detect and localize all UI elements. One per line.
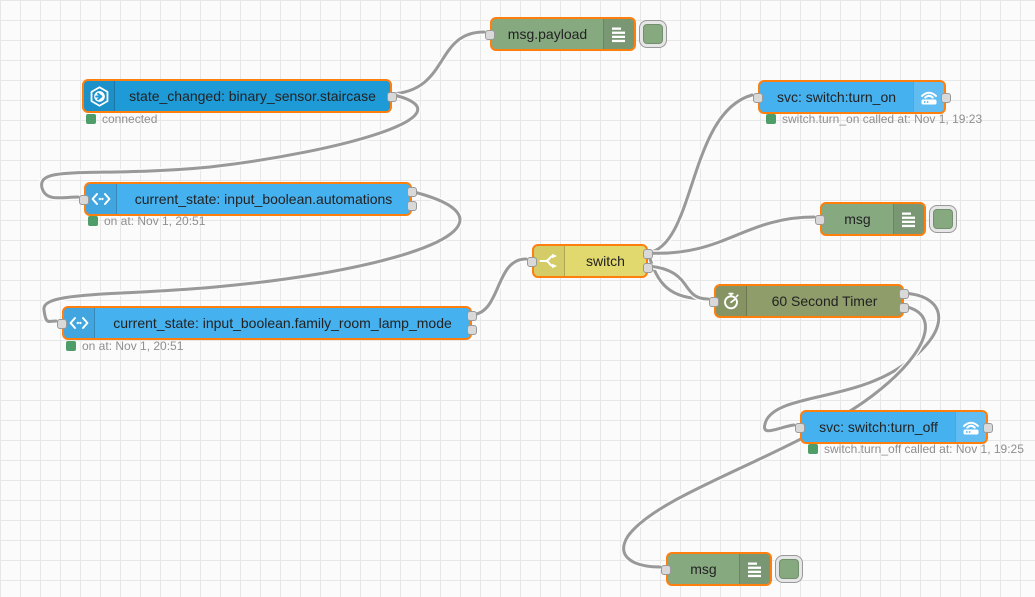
- debug-list-icon: [603, 19, 634, 49]
- output-port[interactable]: [941, 93, 951, 103]
- switch-fork-icon: [534, 246, 565, 276]
- status-dot-icon: [66, 341, 76, 351]
- wire-switch-turnon[interactable]: [646, 93, 754, 255]
- wire-statechanged-automations[interactable]: [40, 92, 420, 200]
- debug-list-icon: [739, 554, 770, 584]
- node-label: msg.payload: [507, 26, 588, 42]
- output-port-2[interactable]: [407, 201, 417, 211]
- node-call-service-turn-off[interactable]: svc: switch:turn_off: [795, 410, 993, 444]
- debug-list-icon: [893, 204, 924, 234]
- status-text: connected: [102, 112, 158, 126]
- status-text: switch.turn_on called at: Nov 1, 19:23: [782, 112, 983, 126]
- node-label: svc: switch:turn_on: [776, 89, 897, 105]
- output-port-1[interactable]: [899, 289, 909, 299]
- input-port[interactable]: [79, 195, 89, 205]
- wire-switchout2-timer[interactable]: [646, 264, 710, 301]
- node-current-state-family-room-lamp-mode[interactable]: current_state: input_boolean.family_room…: [57, 306, 477, 340]
- input-port[interactable]: [815, 215, 825, 225]
- node-debug-msg-payload[interactable]: msg.payload: [485, 17, 667, 51]
- node-state-changed[interactable]: state_changed: binary_sensor.staircase: [82, 79, 397, 113]
- node-status: switch.turn_off called at: Nov 1, 19:25: [808, 442, 1024, 456]
- input-port[interactable]: [527, 257, 537, 267]
- output-port-1[interactable]: [407, 187, 417, 197]
- node-label: svc: switch:turn_off: [819, 419, 938, 435]
- debug-toggle-button[interactable]: [639, 20, 667, 48]
- output-port-2[interactable]: [467, 325, 477, 335]
- node-label: state_changed: binary_sensor.staircase: [129, 88, 376, 104]
- angle-brackets-icon: [86, 184, 117, 214]
- wire-familyroom-switch[interactable]: [468, 257, 528, 317]
- smart-device-icon: [955, 412, 986, 442]
- output-port-1[interactable]: [467, 311, 477, 321]
- debug-toggle-button[interactable]: [775, 555, 803, 583]
- node-label: switch: [586, 253, 625, 269]
- wire-timer-msgbottom[interactable]: [622, 304, 927, 569]
- smart-device-icon: [913, 82, 944, 112]
- input-port[interactable]: [753, 93, 763, 103]
- node-label: 60 Second Timer: [771, 293, 878, 309]
- output-port[interactable]: [983, 423, 993, 433]
- node-switch[interactable]: switch: [527, 244, 653, 278]
- hexagon-arrow-icon: [84, 81, 115, 111]
- node-status: on at: Nov 1, 20:51: [66, 339, 183, 353]
- wire-statechanged-msgpayload[interactable]: [388, 30, 486, 96]
- status-text: on at: Nov 1, 20:51: [82, 339, 184, 353]
- output-port[interactable]: [387, 92, 397, 102]
- status-text: on at: Nov 1, 20:51: [104, 214, 206, 228]
- status-text: switch.turn_off called at: Nov 1, 19:25: [824, 442, 1024, 456]
- node-current-state-automations[interactable]: current_state: input_boolean.automations: [79, 182, 417, 216]
- output-port-2[interactable]: [899, 303, 909, 313]
- status-dot-icon: [86, 114, 96, 124]
- wire-switch-msg[interactable]: [646, 215, 816, 255]
- status-dot-icon: [808, 444, 818, 454]
- input-port[interactable]: [485, 30, 495, 40]
- wire-automations-familyroom[interactable]: [42, 189, 462, 323]
- status-dot-icon: [766, 114, 776, 124]
- output-port-2[interactable]: [643, 263, 653, 273]
- output-port-1[interactable]: [643, 249, 653, 259]
- node-call-service-turn-on[interactable]: svc: switch:turn_on: [753, 80, 951, 114]
- node-label: msg: [690, 561, 717, 577]
- node-label: msg: [844, 211, 871, 227]
- input-port[interactable]: [57, 319, 67, 329]
- node-label: current_state: input_boolean.family_room…: [113, 315, 452, 331]
- input-port[interactable]: [709, 297, 719, 307]
- stopwatch-icon: [716, 286, 747, 316]
- node-debug-msg-1[interactable]: msg: [815, 202, 957, 236]
- node-status: on at: Nov 1, 20:51: [88, 214, 205, 228]
- angle-brackets-icon: [64, 308, 95, 338]
- node-debug-msg-2[interactable]: msg: [661, 552, 803, 586]
- node-status: connected: [86, 112, 157, 126]
- debug-toggle-button[interactable]: [929, 205, 957, 233]
- node-status: switch.turn_on called at: Nov 1, 19:23: [766, 112, 982, 126]
- wire-timer-turnoff[interactable]: [763, 291, 941, 433]
- input-port[interactable]: [661, 565, 671, 575]
- status-dot-icon: [88, 216, 98, 226]
- input-port[interactable]: [795, 423, 805, 433]
- node-label: current_state: input_boolean.automations: [134, 191, 393, 207]
- node-timer-60s[interactable]: 60 Second Timer: [709, 284, 909, 318]
